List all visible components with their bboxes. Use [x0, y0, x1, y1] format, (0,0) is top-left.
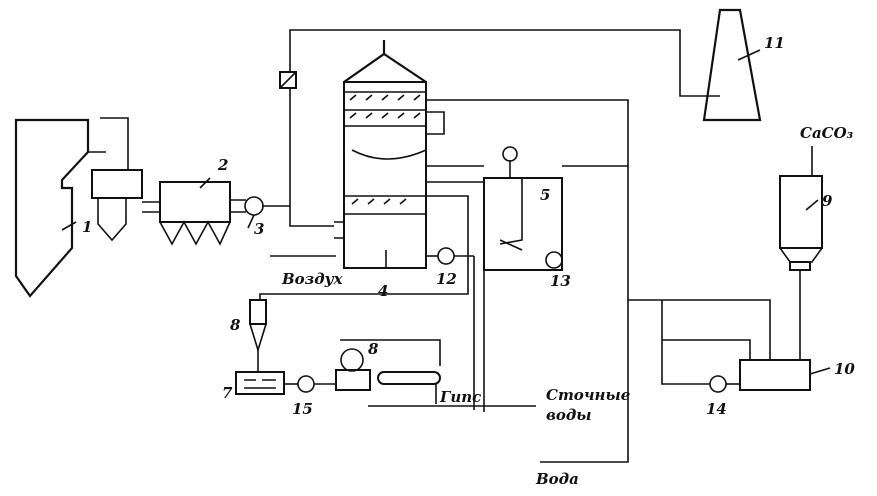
fan	[230, 196, 290, 229]
gypsum-label: Гипс	[439, 388, 481, 406]
hydrocyclone-number: 8	[230, 316, 241, 334]
air-label: Воздух	[281, 270, 344, 288]
pump-thickener	[284, 375, 336, 393]
flue-gas-line	[289, 206, 334, 227]
wastewater-label-line2: воды	[546, 406, 592, 424]
mixer-inlet-line	[662, 339, 751, 360]
recirculation-loop	[426, 111, 445, 135]
boiler-number: 1	[82, 218, 92, 236]
pump-mixer-number: 14	[706, 400, 727, 418]
pump-mixer	[709, 375, 740, 393]
thickener	[235, 371, 285, 395]
oxidizer	[483, 146, 563, 271]
water-line	[540, 300, 629, 463]
pump-absorber-number: 12	[436, 270, 457, 288]
oxidizer-to-mixer-line	[562, 165, 771, 360]
pump-oxidizer-number: 13	[550, 272, 571, 290]
slurry-line	[259, 195, 469, 300]
mixer-leader	[809, 367, 831, 375]
stack	[702, 8, 762, 122]
silo-leader	[805, 199, 819, 211]
oxidizer-number: 5	[540, 186, 550, 204]
wash-water-line	[426, 99, 629, 166]
vacuum-filter	[335, 339, 441, 391]
thickener-number: 7	[222, 384, 233, 402]
hydrocyclone	[249, 299, 267, 372]
mixer-tank	[739, 359, 811, 391]
water-label: Вода	[535, 470, 579, 488]
pump-thickener-number: 15	[292, 400, 313, 418]
stack-number: 11	[764, 34, 785, 52]
reagent-silo	[779, 175, 823, 271]
mixer-outlet-line	[661, 300, 710, 385]
absorber	[334, 40, 427, 269]
mixer-number: 10	[834, 360, 855, 378]
stack-leader	[737, 49, 761, 61]
fan-number: 3	[254, 220, 264, 238]
pump-absorber	[426, 247, 474, 265]
silo-number: 9	[822, 192, 833, 210]
pump-oxidizer	[545, 251, 563, 269]
wastewater-label-line1: Сточные	[546, 386, 630, 404]
electrofilter	[159, 177, 231, 246]
air-heater	[91, 117, 143, 242]
flue-duct	[142, 201, 160, 213]
absorber-number: 4	[378, 282, 388, 300]
boiler	[14, 118, 106, 298]
damper	[279, 71, 297, 89]
filter-number: 8	[368, 340, 379, 358]
electrofilter-number: 2	[217, 156, 228, 174]
reagent-label: CaCO₃	[800, 124, 854, 142]
